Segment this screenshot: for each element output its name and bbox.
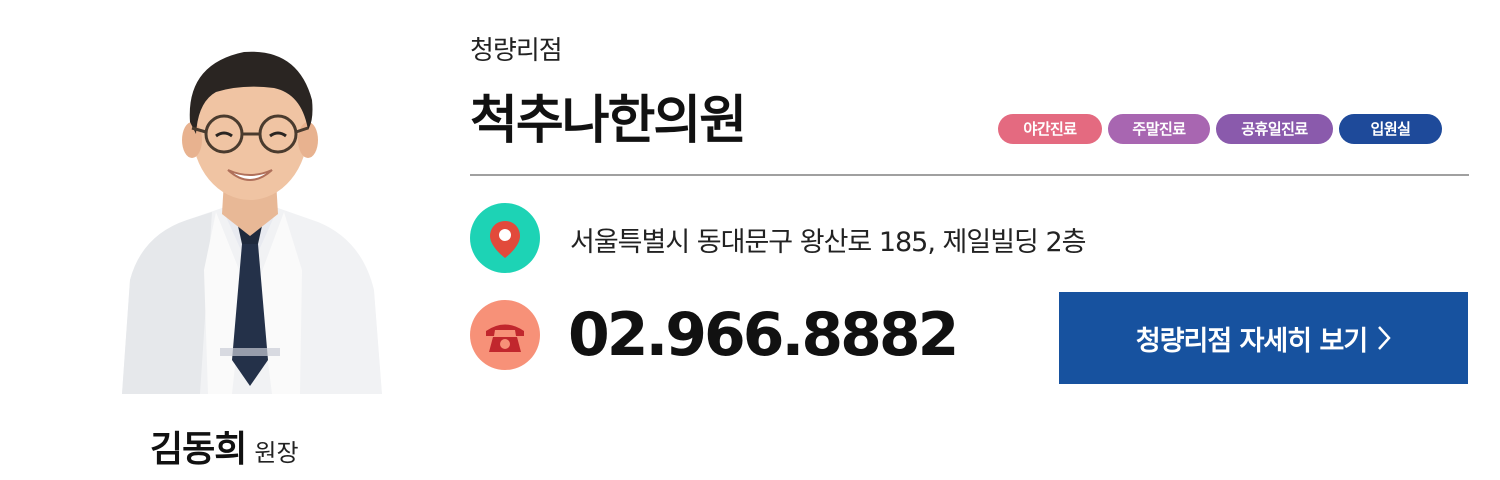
address-text: 서울특별시 동대문구 왕산로 185, 제일빌딩 2층 xyxy=(570,227,1086,258)
tag-night: 야간진료 xyxy=(998,114,1102,144)
branch-detail-button-label: 청량리점 자세히 보기 xyxy=(1135,325,1368,357)
tag-inpatient: 입원실 xyxy=(1339,114,1442,144)
doctor-photo xyxy=(112,30,388,394)
service-tags: 야간진료 주말진료 공휴일진료 입원실 xyxy=(998,114,1442,144)
telephone-icon xyxy=(470,300,540,370)
branch-detail-button[interactable]: 청량리점 자세히 보기 xyxy=(1059,292,1468,384)
phone-number[interactable]: 02.966.8882 xyxy=(568,300,959,370)
divider xyxy=(470,174,1469,176)
doctor-title: 원장 xyxy=(254,439,299,467)
tag-holiday: 공휴일진료 xyxy=(1216,114,1333,144)
clinic-name: 척추나한의원 xyxy=(470,91,747,151)
tag-weekend: 주말진료 xyxy=(1108,114,1210,144)
branch-name: 청량리점 xyxy=(470,36,563,66)
chevron-right-icon xyxy=(1378,326,1391,350)
doctor-name-text: 김동희 xyxy=(150,429,247,470)
location-pin-icon xyxy=(470,203,540,273)
